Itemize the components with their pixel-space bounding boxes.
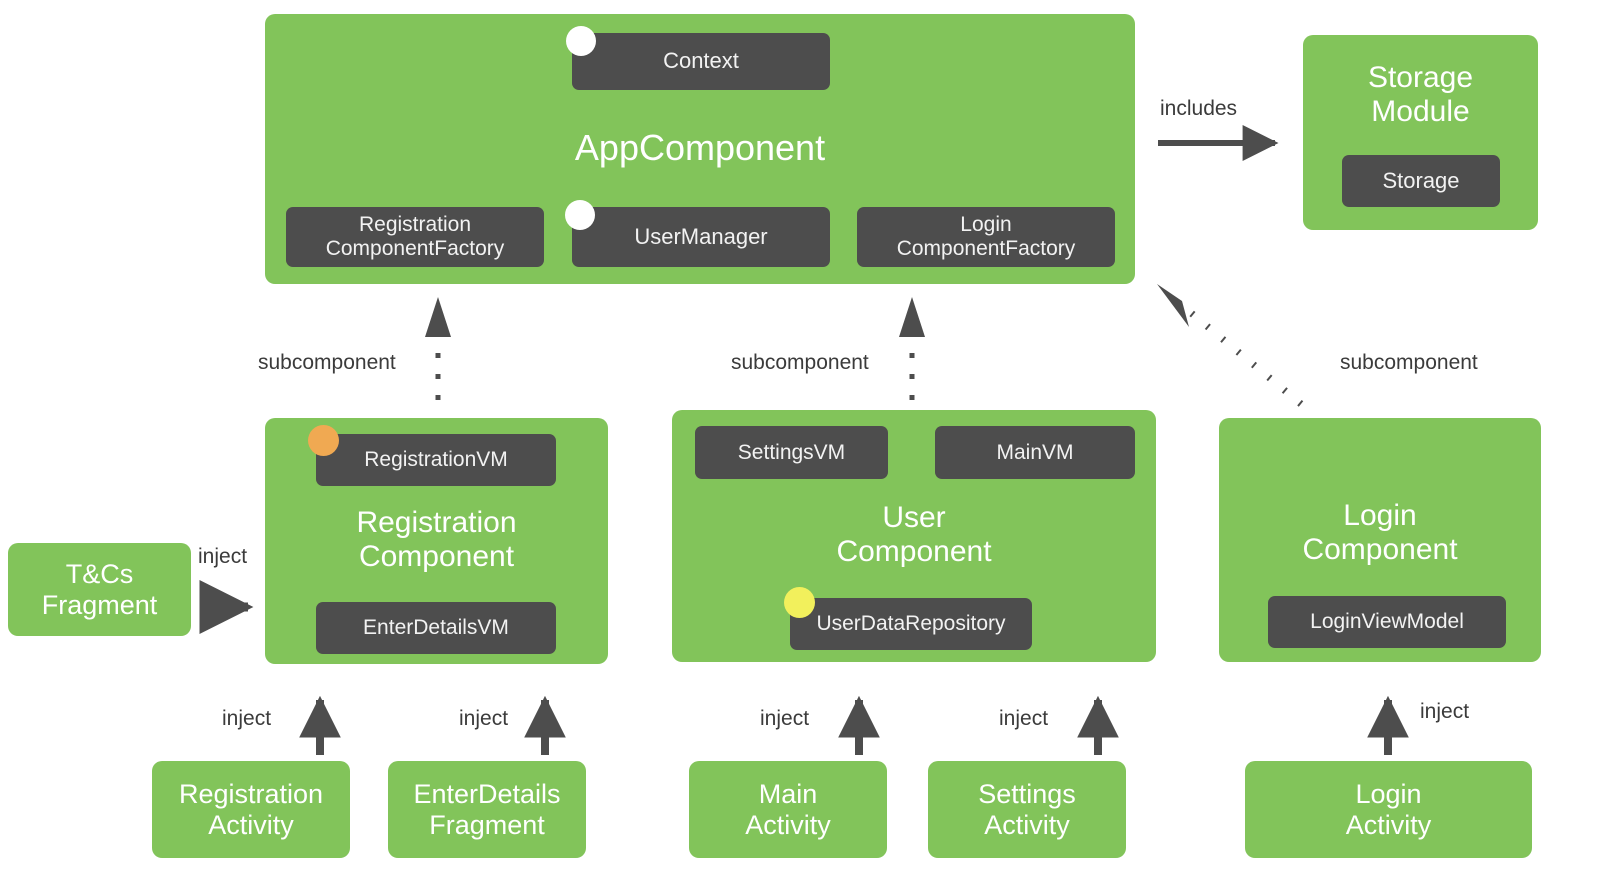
client-tcs-fragment-label: T&Cs Fragment [41,559,158,620]
client-registration-activity-label: Registration Activity [178,779,324,840]
scope-dot-user-data-repository [784,587,815,618]
binding-user-manager[interactable]: UserManager [572,207,830,267]
storage-module-title: Storage Module [1367,60,1474,128]
view-model-enter-details-vm-label: EnterDetailsVM [363,616,509,640]
view-model-settings-vm[interactable]: SettingsVM [695,426,888,479]
view-model-registration-vm-label: RegistrationVM [364,448,508,472]
edge-label-inject-enter-details-fragment: inject [459,707,509,730]
client-main-activity[interactable]: Main Activity [689,761,887,858]
binding-registration-component-factory-label: Registration ComponentFactory [325,213,505,260]
registration-component-title: Registration Component [356,505,517,573]
scope-dot-user-manager [565,200,595,230]
view-model-main-vm[interactable]: MainVM [935,426,1135,479]
arrow-subcomponent-registration [425,297,451,400]
client-enter-details-fragment[interactable]: EnterDetails Fragment [388,761,586,858]
user-component-title: User Component [836,500,992,568]
client-tcs-fragment[interactable]: T&Cs Fragment [8,543,191,636]
scope-dot-context [566,26,596,56]
edge-label-inject-registration-activity: inject [222,707,272,730]
binding-context-label: Context [663,48,739,74]
binding-storage-label: Storage [1382,167,1460,193]
edge-label-subcomponent-user: subcomponent [731,351,869,374]
client-enter-details-fragment-label: EnterDetails Fragment [413,779,561,840]
scope-dot-registration-vm [308,425,339,456]
binding-login-component-factory[interactable]: Login ComponentFactory [857,207,1115,267]
view-model-registration-vm[interactable]: RegistrationVM [316,434,556,486]
app-component-title: AppComponent [574,126,826,168]
client-settings-activity[interactable]: Settings Activity [928,761,1126,858]
binding-context[interactable]: Context [572,33,830,90]
login-component-title: Login Component [1302,498,1458,566]
view-model-user-data-repository[interactable]: UserDataRepository [790,598,1032,650]
client-login-activity-label: Login Activity [1345,779,1432,840]
view-model-login-view-model-label: LoginViewModel [1310,610,1464,634]
edge-label-inject-settings-activity: inject [999,707,1049,730]
view-model-user-data-repository-label: UserDataRepository [816,612,1006,636]
view-model-settings-vm-label: SettingsVM [737,440,846,464]
binding-login-component-factory-label: Login ComponentFactory [896,213,1076,260]
binding-registration-component-factory[interactable]: Registration ComponentFactory [286,207,544,267]
client-registration-activity[interactable]: Registration Activity [152,761,350,858]
client-login-activity[interactable]: Login Activity [1245,761,1532,858]
edge-label-subcomponent-registration: subcomponent [258,351,396,374]
edge-label-inject-main-activity: inject [760,707,810,730]
view-model-login-view-model[interactable]: LoginViewModel [1268,596,1506,648]
arrow-subcomponent-login [1157,284,1304,407]
client-settings-activity-label: Settings Activity [978,779,1076,840]
binding-storage[interactable]: Storage [1342,155,1500,207]
edge-label-includes: includes [1160,97,1238,120]
edge-label-subcomponent-login: subcomponent [1340,351,1478,374]
view-model-enter-details-vm[interactable]: EnterDetailsVM [316,602,556,654]
view-model-main-vm-label: MainVM [996,440,1074,464]
arrow-subcomponent-user [899,297,925,400]
edge-label-inject-login-activity: inject [1420,700,1470,723]
edge-label-inject-tcs: inject [198,545,248,568]
client-main-activity-label: Main Activity [745,779,831,840]
binding-user-manager-label: UserManager [634,223,768,249]
